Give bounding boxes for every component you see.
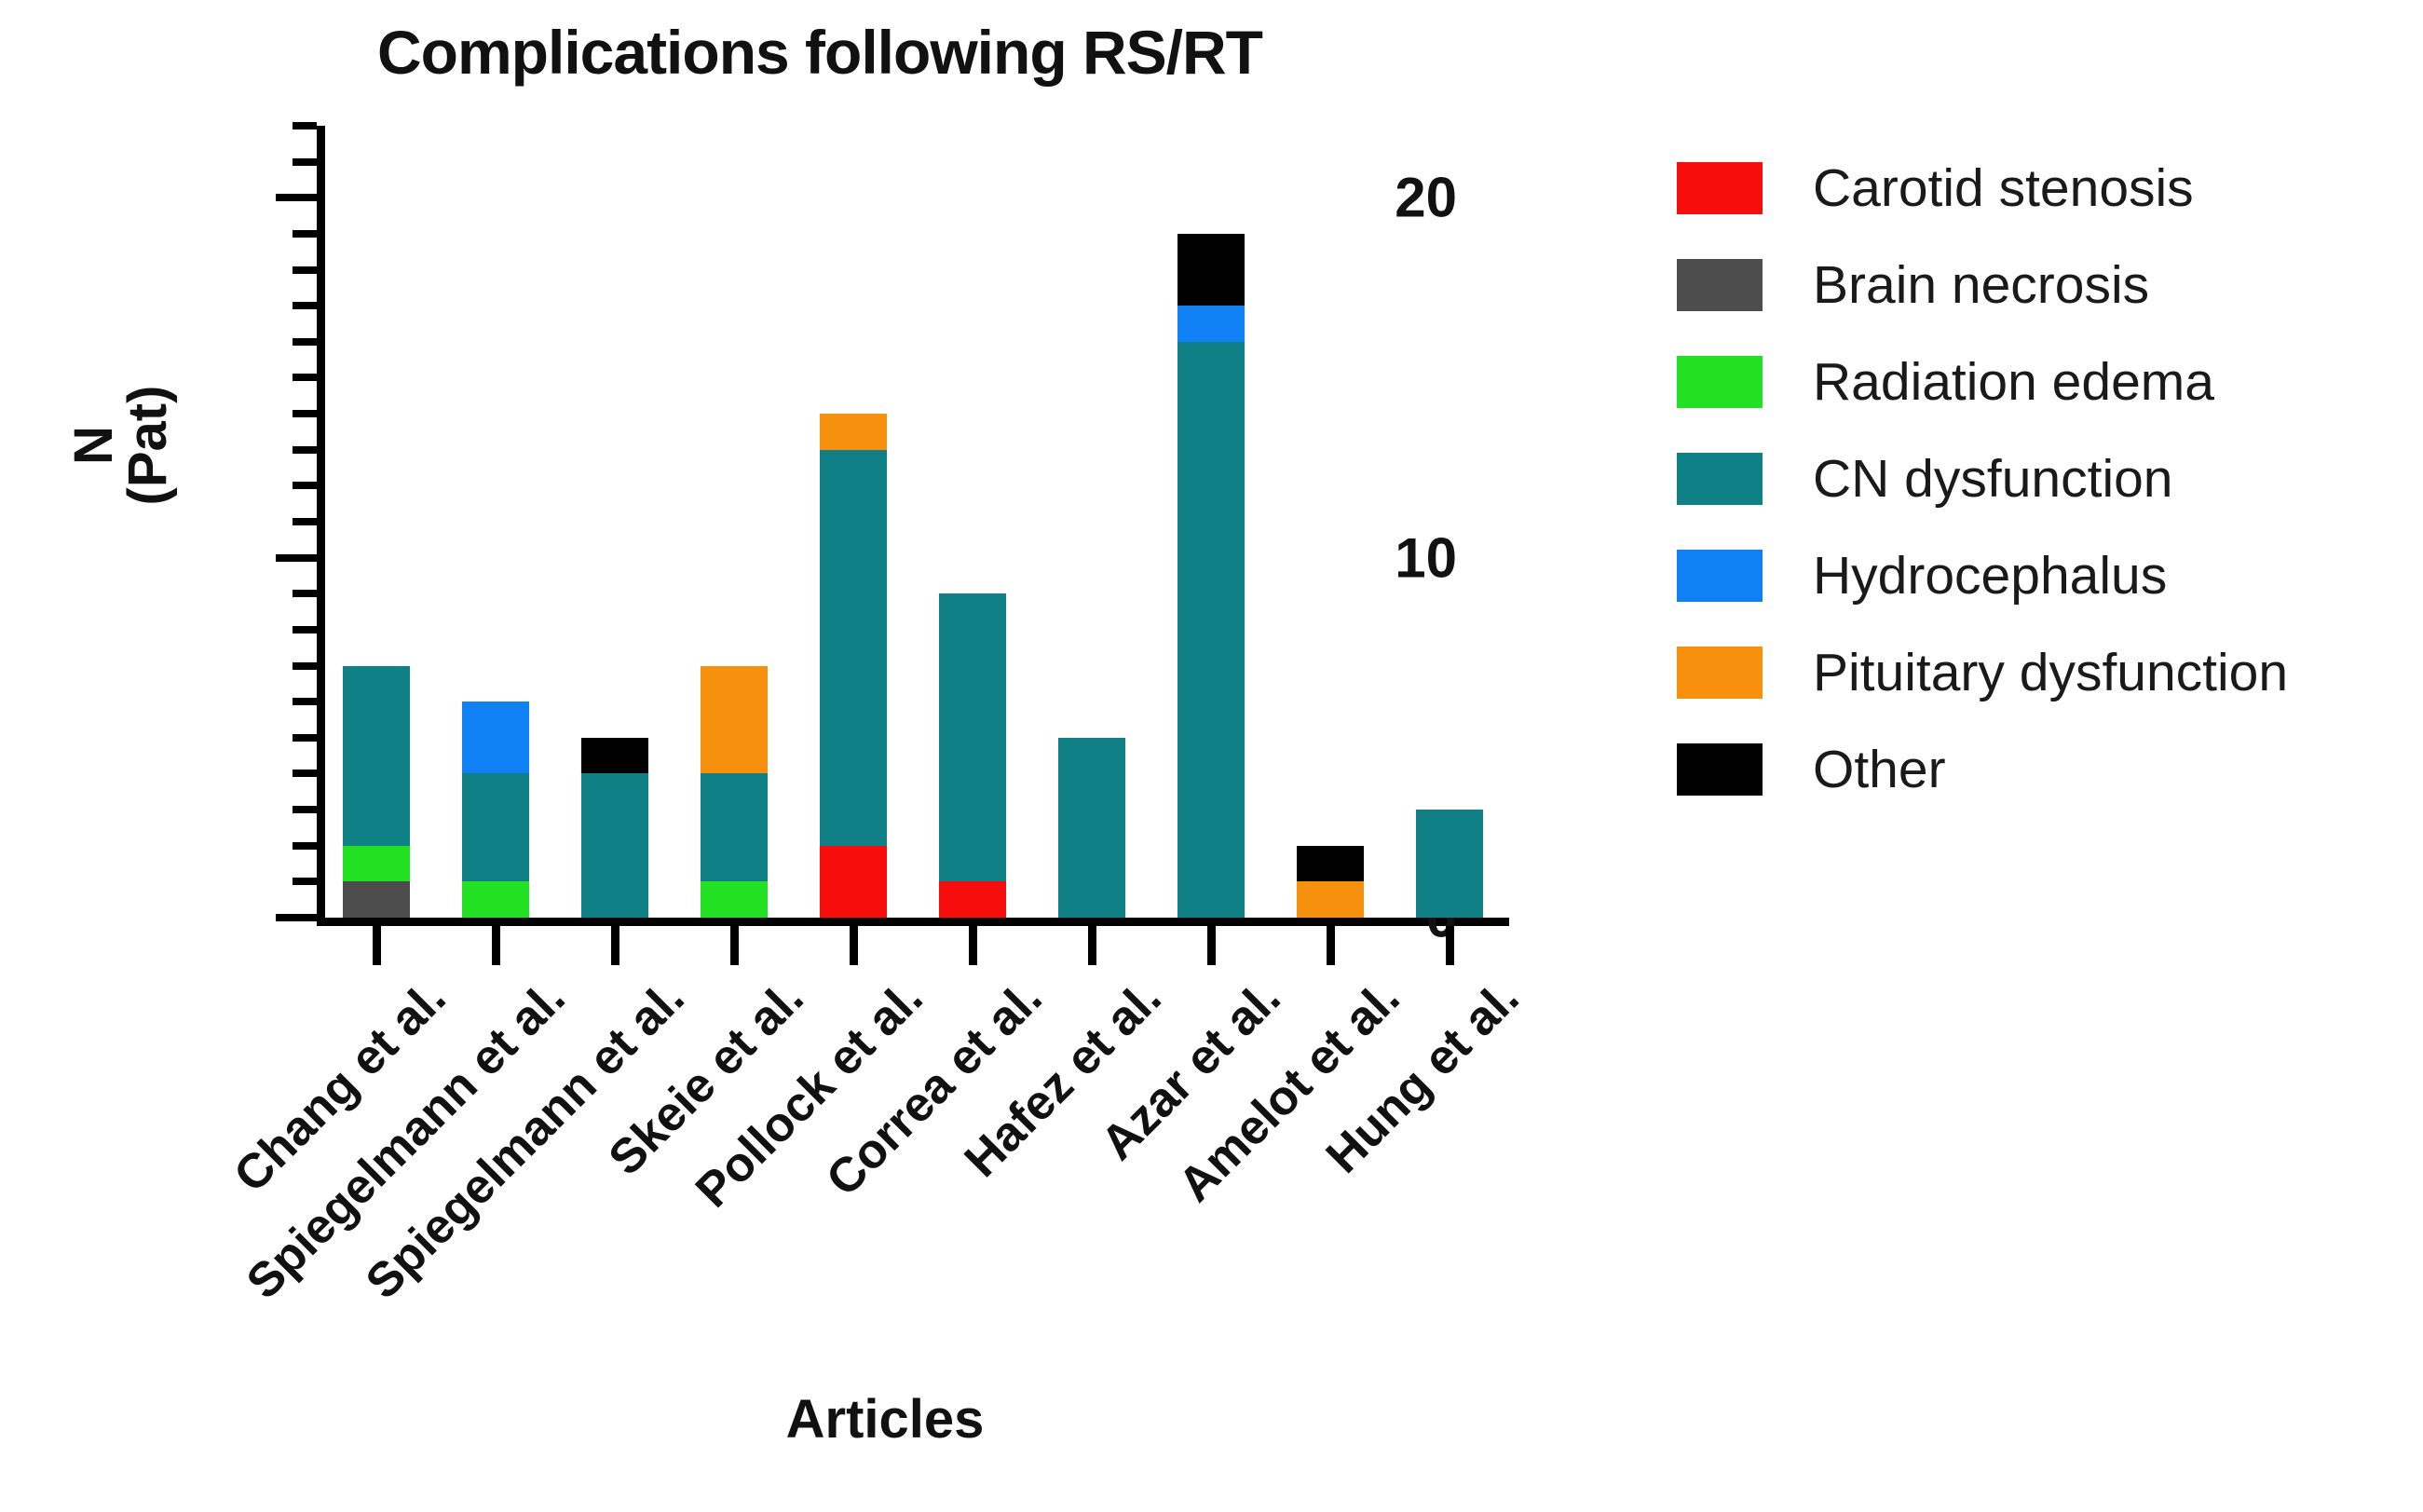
y-tick-20 <box>276 194 317 202</box>
legend-label: Radiation edema <box>1813 352 2214 412</box>
bar-segment <box>1058 737 1125 918</box>
bar-9 <box>1416 810 1483 918</box>
bar-0 <box>343 665 410 918</box>
x-tick-0 <box>373 926 381 965</box>
y-tick-12 <box>293 482 317 490</box>
y-tick-1 <box>293 878 317 886</box>
y-tick-11 <box>293 518 317 525</box>
legend-item-5[interactable]: Pituitary dysfunction <box>1677 624 2413 721</box>
y-tick-7 <box>293 661 317 670</box>
y-tick-6 <box>293 698 317 706</box>
legend-label: Carotid stenosis <box>1813 158 2194 218</box>
y-axis-line <box>317 126 325 919</box>
x-tick-1 <box>492 926 500 965</box>
y-tick-3 <box>293 806 317 814</box>
y-tick-15 <box>293 374 317 382</box>
bar-4 <box>820 414 887 918</box>
y-tick-2 <box>293 841 317 850</box>
y-tick-4 <box>293 770 317 778</box>
legend-swatch-icon <box>1677 550 1763 602</box>
legend-swatch-icon <box>1677 259 1763 311</box>
bar-segment <box>701 773 768 882</box>
legend-item-4[interactable]: Hydrocephalus <box>1677 527 2413 624</box>
legend-swatch-icon <box>1677 162 1763 214</box>
y-tick-22 <box>293 122 317 129</box>
y-axis-title-line1: N <box>63 426 124 465</box>
chart-title: Complications following RS/RT <box>377 18 1263 87</box>
y-tick-9 <box>293 590 317 598</box>
bar-segment <box>581 773 648 918</box>
y-axis-title-line2: (Pat) <box>117 385 178 506</box>
bar-segment <box>820 449 887 846</box>
bar-segment <box>462 773 529 882</box>
y-axis-title: N (Pat) <box>63 352 178 538</box>
bar-segment <box>939 881 1006 918</box>
bar-8 <box>1297 845 1364 918</box>
bar-segment <box>701 881 768 918</box>
bar-segment <box>820 845 887 918</box>
bar-segment <box>1177 341 1245 918</box>
bar-segment <box>820 414 887 450</box>
bar-segment <box>1297 881 1364 918</box>
bar-segment <box>343 665 410 846</box>
y-tick-0 <box>276 914 317 921</box>
bar-5 <box>939 593 1006 918</box>
y-tick-label-10: 10 <box>1395 526 1457 590</box>
legend-swatch-icon <box>1677 647 1763 699</box>
x-tick-3 <box>730 926 739 965</box>
x-tick-5 <box>969 926 977 965</box>
legend-label: Other <box>1813 740 1946 799</box>
legend-swatch-icon <box>1677 356 1763 408</box>
bar-segment <box>343 845 410 882</box>
bar-1 <box>462 702 529 918</box>
legend-item-2[interactable]: Radiation edema <box>1677 334 2413 430</box>
legend-item-0[interactable]: Carotid stenosis <box>1677 140 2413 237</box>
bar-segment <box>939 593 1006 882</box>
y-tick-21 <box>293 157 317 166</box>
bar-segment <box>343 881 410 918</box>
bar-segment <box>462 702 529 774</box>
x-tick-6 <box>1088 926 1096 965</box>
y-tick-16 <box>293 337 317 346</box>
y-tick-5 <box>293 733 317 742</box>
x-axis-title: Articles <box>785 1389 985 1450</box>
bar-segment <box>581 737 648 774</box>
bar-segment <box>1297 845 1364 882</box>
legend-item-3[interactable]: CN dysfunction <box>1677 430 2413 527</box>
bar-segment <box>701 665 768 774</box>
legend-item-1[interactable]: Brain necrosis <box>1677 237 2413 334</box>
bar-3 <box>701 665 768 918</box>
legend-swatch-icon <box>1677 743 1763 796</box>
bar-segment <box>1416 810 1483 918</box>
y-tick-17 <box>293 302 317 310</box>
x-tick-7 <box>1207 926 1216 965</box>
x-tick-4 <box>850 926 858 965</box>
x-tick-9 <box>1446 926 1454 965</box>
legend-label: CN dysfunction <box>1813 449 2173 509</box>
legend-label: Pituitary dysfunction <box>1813 643 2289 702</box>
legend-label: Hydrocephalus <box>1813 546 2168 606</box>
bar-segment <box>1177 306 1245 342</box>
x-tick-8 <box>1327 926 1335 965</box>
y-tick-label-20: 20 <box>1395 166 1457 229</box>
bar-segment <box>462 881 529 918</box>
legend-label: Brain necrosis <box>1813 255 2150 315</box>
x-tick-2 <box>611 926 619 965</box>
bar-2 <box>581 737 648 918</box>
legend-swatch-icon <box>1677 453 1763 505</box>
y-tick-19 <box>293 229 317 238</box>
bar-6 <box>1058 737 1125 918</box>
bar-7 <box>1177 233 1245 918</box>
bar-segment <box>1177 233 1245 306</box>
y-tick-18 <box>293 266 317 274</box>
legend-item-6[interactable]: Other <box>1677 721 2413 818</box>
y-tick-14 <box>293 410 317 418</box>
y-tick-8 <box>293 625 317 633</box>
x-axis-line <box>317 918 1509 926</box>
y-tick-10 <box>276 553 317 562</box>
y-tick-13 <box>293 445 317 454</box>
